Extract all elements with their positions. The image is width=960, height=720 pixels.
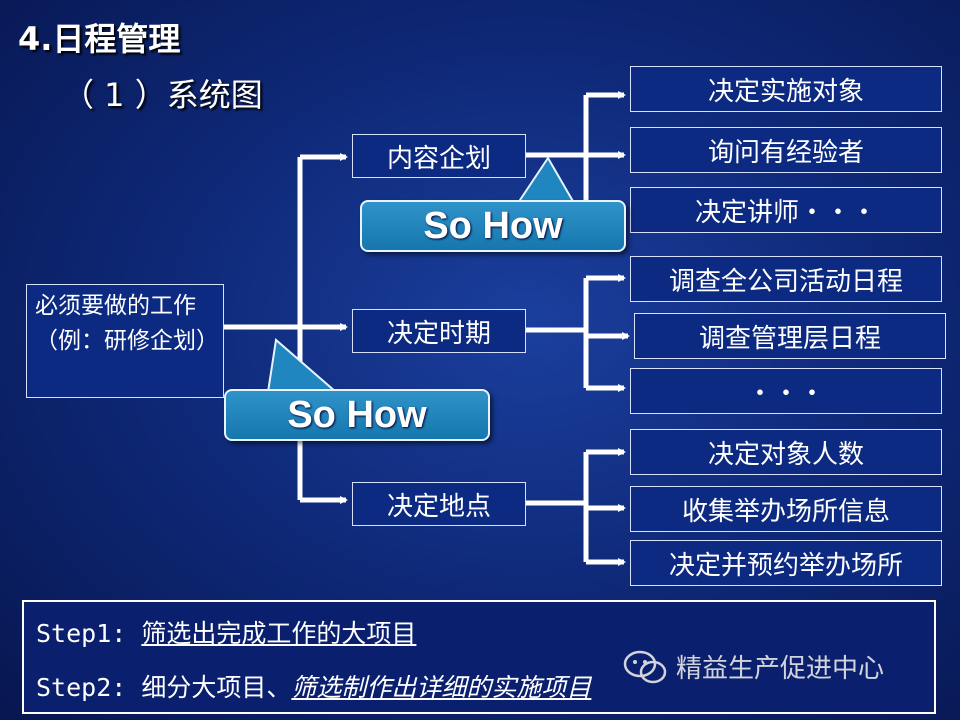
step-1: Step1: 筛选出完成工作的大项目 xyxy=(36,614,416,650)
slide-title: 4.日程管理 xyxy=(18,20,181,58)
step-2-emphasis: 筛选制作出详细的实施项目 xyxy=(291,673,592,702)
watermark: 精益生产促进中心 xyxy=(622,648,884,685)
so-how-callout-1: So How xyxy=(360,200,626,252)
wechat-icon xyxy=(623,650,667,683)
leaf-node: 收集举办场所信息 xyxy=(630,486,942,532)
so-how-callout-2: So How xyxy=(224,389,490,441)
leaf-node: 决定实施对象 xyxy=(630,66,942,112)
leaf-node: ・・・ xyxy=(630,368,942,414)
category-decide-location: 决定地点 xyxy=(352,482,526,526)
slide-subtitle: （ 1 ）系统图 xyxy=(62,76,263,114)
leaf-node: 决定并预约举办场所 xyxy=(630,540,942,586)
leaf-node: 调查管理层日程 xyxy=(634,313,946,359)
leaf-node: 决定对象人数 xyxy=(630,429,942,475)
category-content-planning: 内容企划 xyxy=(352,134,526,178)
step-1-prefix: Step1: xyxy=(36,619,127,648)
leaf-node: 决定讲师・・・ xyxy=(630,187,942,233)
leaf-node: 调查全公司活动日程 xyxy=(630,256,942,302)
watermark-text: 精益生产促进中心 xyxy=(676,654,885,684)
category-decide-period: 决定时期 xyxy=(352,309,526,353)
callout-pointer-1 xyxy=(516,156,576,204)
step-2-prefix: Step2: xyxy=(36,673,127,702)
step-2-text: 细分大项目、 xyxy=(141,673,292,702)
step-1-text: 筛选出完成工作的大项目 xyxy=(141,619,417,648)
steps-box: Step1: 筛选出完成工作的大项目 Step2: 细分大项目、筛选制作出详细的… xyxy=(22,600,936,714)
root-node: 必须要做的工作（例：研修企划） xyxy=(26,284,224,398)
leaf-node: 询问有经验者 xyxy=(630,127,942,173)
step-2: Step2: 细分大项目、筛选制作出详细的实施项目 xyxy=(36,668,591,704)
